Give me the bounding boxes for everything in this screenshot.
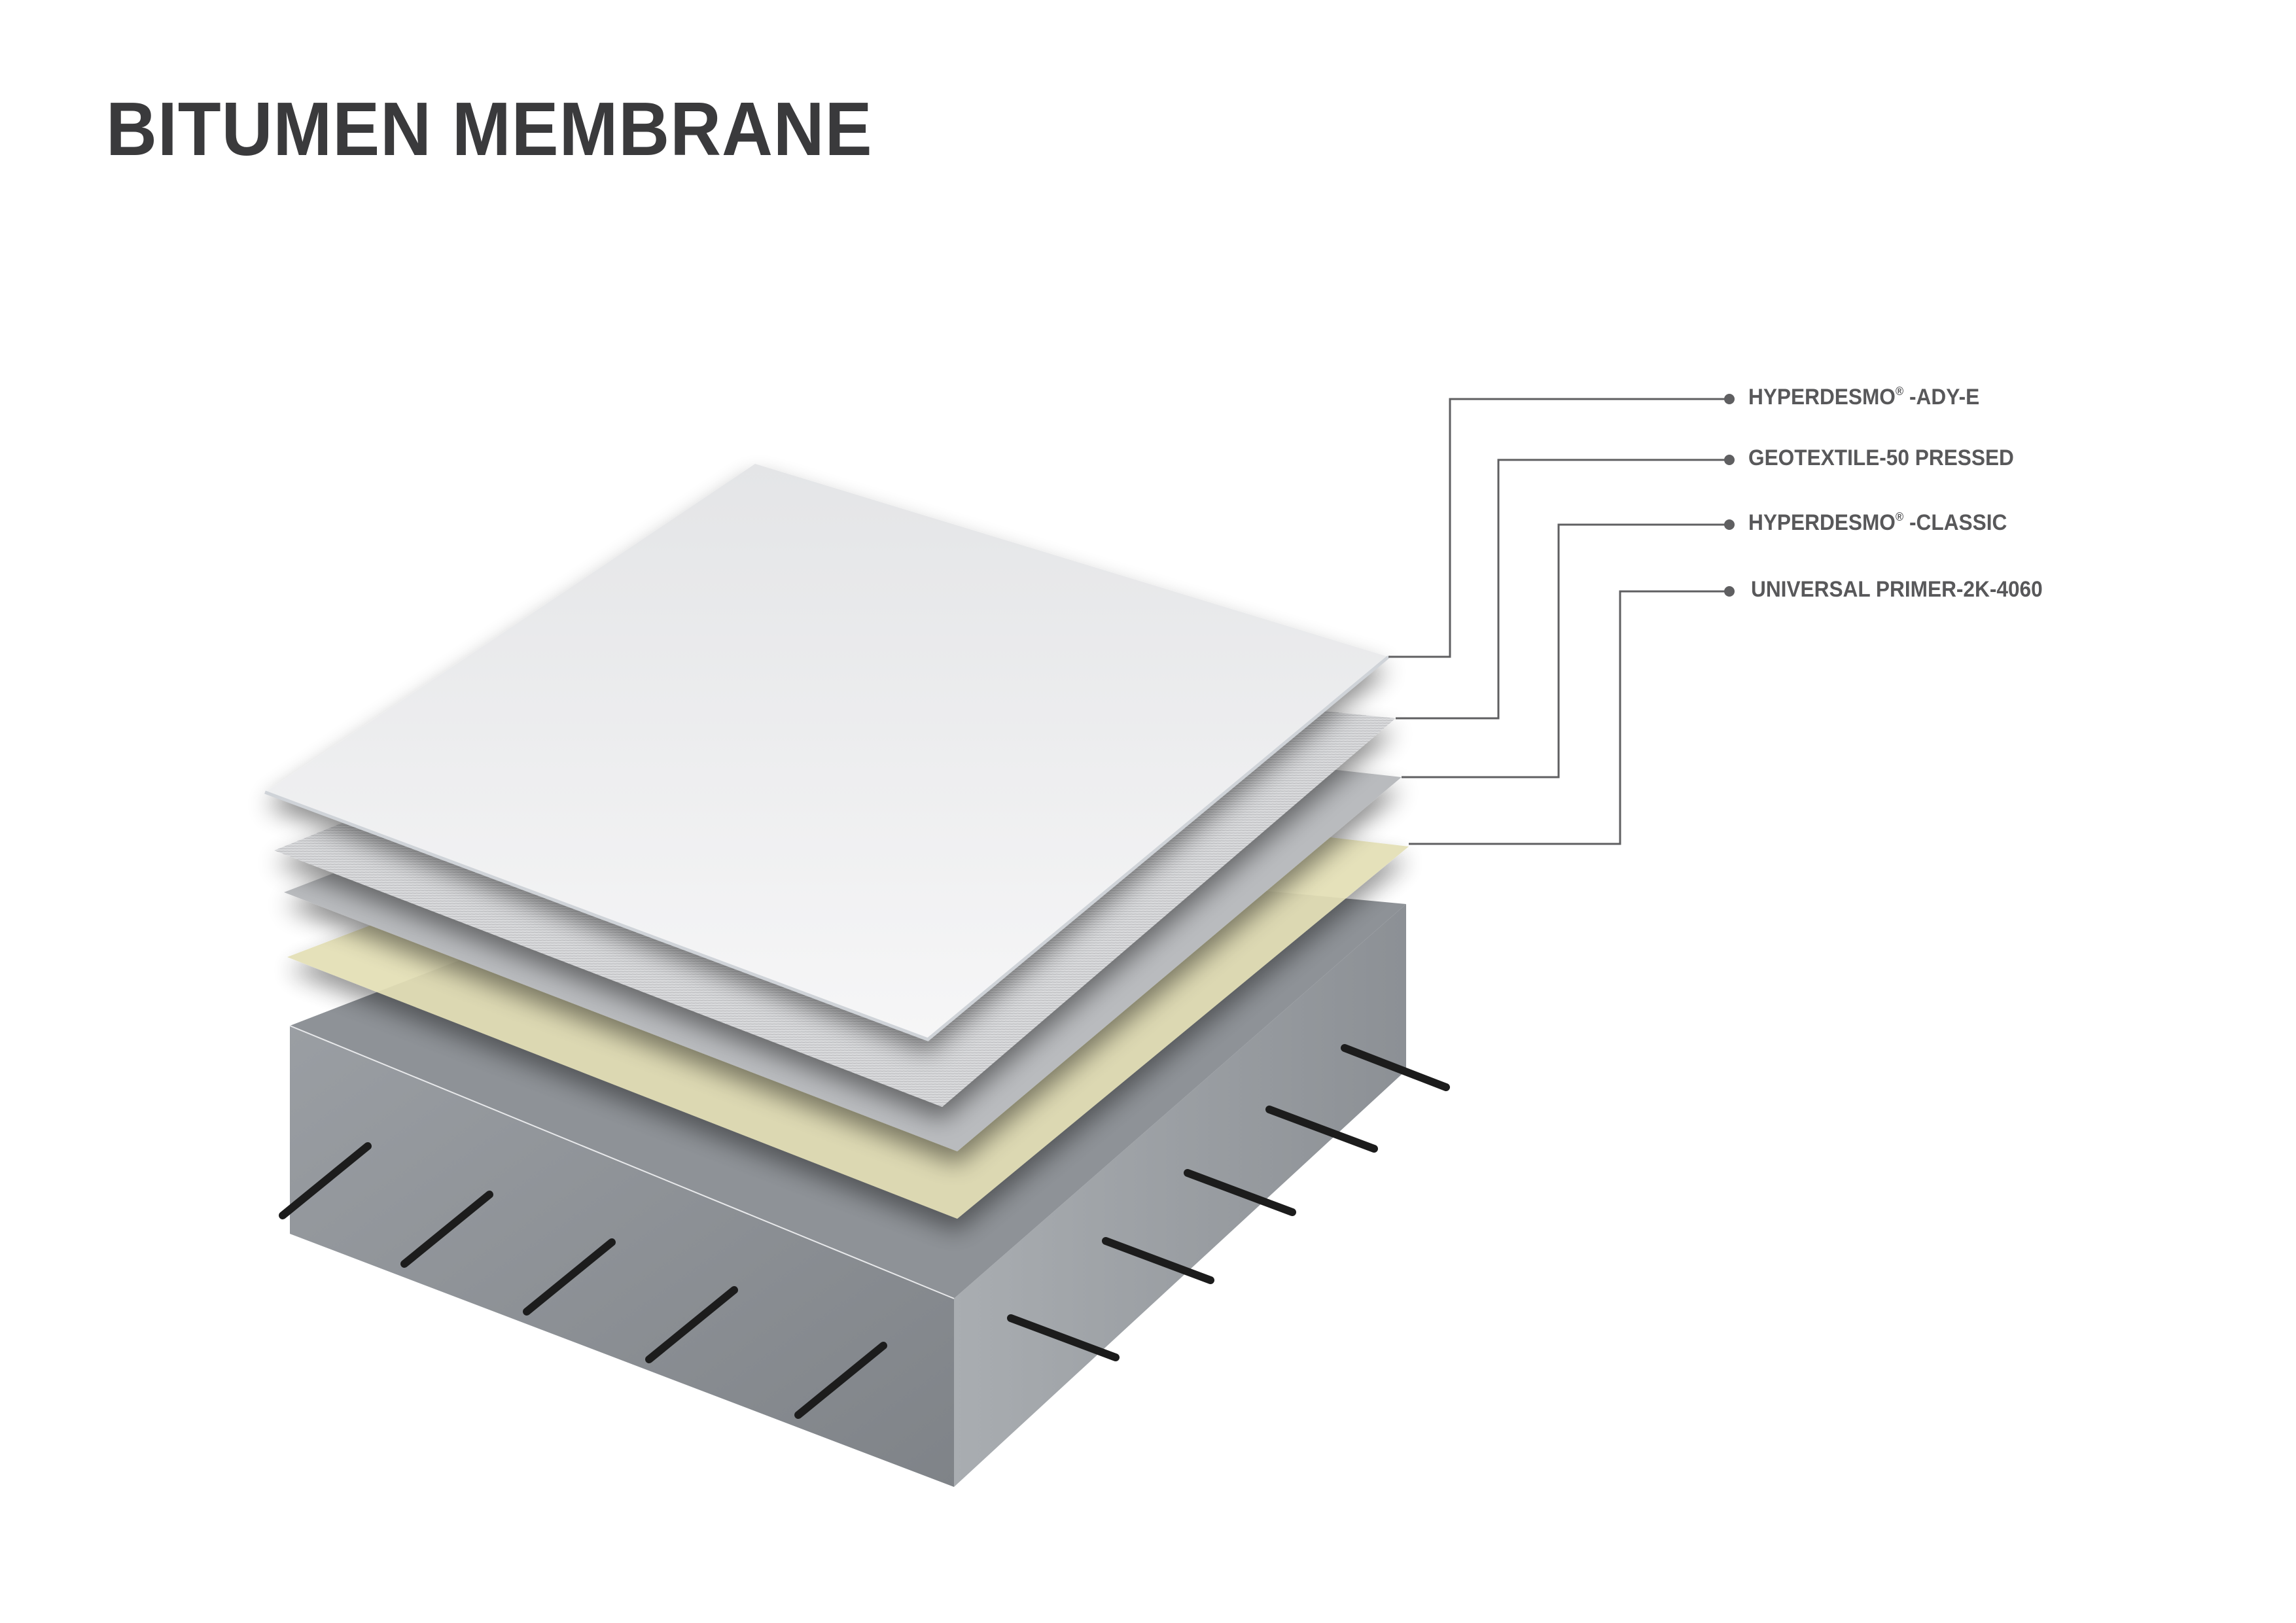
- page-title: BITUMEN MEMBRANE: [106, 86, 873, 171]
- rebar-icon: [645, 1286, 738, 1363]
- bullet-icon: [1724, 519, 1735, 530]
- rebar-icon: [523, 1238, 616, 1316]
- label-brand: HYPERDESMO: [1748, 510, 1896, 535]
- rebar-icon: [1007, 1314, 1120, 1361]
- rebar-icon: [1102, 1237, 1214, 1284]
- bullet-icon: [1724, 455, 1735, 465]
- rebar-icon: [1341, 1044, 1450, 1091]
- label-primer: UNIVERSAL PRIMER-2K-4060: [1751, 577, 2043, 602]
- bullet-icon: [1724, 586, 1735, 597]
- rebar-icon: [400, 1191, 493, 1268]
- label-brand: HYPERDESMO: [1748, 385, 1896, 410]
- leader-line-classic: [1402, 523, 1727, 778]
- bullet-icon: [1724, 394, 1735, 404]
- concrete-left-face: [290, 1026, 954, 1487]
- rebar-icon: [1265, 1106, 1378, 1153]
- label-suffix: -ADY-E: [1903, 385, 1980, 410]
- label-geotextile: GEOTEXTILE-50 PRESSED: [1748, 445, 2014, 471]
- label-suffix: -CLASSIC: [1903, 510, 2007, 535]
- rebar-icon: [1184, 1169, 1296, 1216]
- registered-mark: ®: [1895, 510, 1904, 523]
- leader-line-ady-e: [1388, 398, 1727, 658]
- label-brand: UNIVERSAL PRIMER-2K-4060: [1751, 577, 2043, 602]
- leader-dots: [1724, 394, 1735, 597]
- leader-line-primer: [1409, 590, 1727, 845]
- rebar-icon: [794, 1342, 887, 1419]
- label-ady-e: HYPERDESMO® -ADY-E: [1748, 385, 1979, 410]
- registered-mark: ®: [1895, 385, 1904, 398]
- leader-line-geotextile: [1396, 459, 1727, 720]
- rebar-icon: [279, 1142, 372, 1219]
- label-brand: GEOTEXTILE-50 PRESSED: [1748, 445, 2014, 470]
- leader-lines: [1388, 398, 1727, 845]
- rebar-group: [279, 1044, 1450, 1419]
- label-classic: HYPERDESMO® -CLASSIC: [1748, 510, 2007, 536]
